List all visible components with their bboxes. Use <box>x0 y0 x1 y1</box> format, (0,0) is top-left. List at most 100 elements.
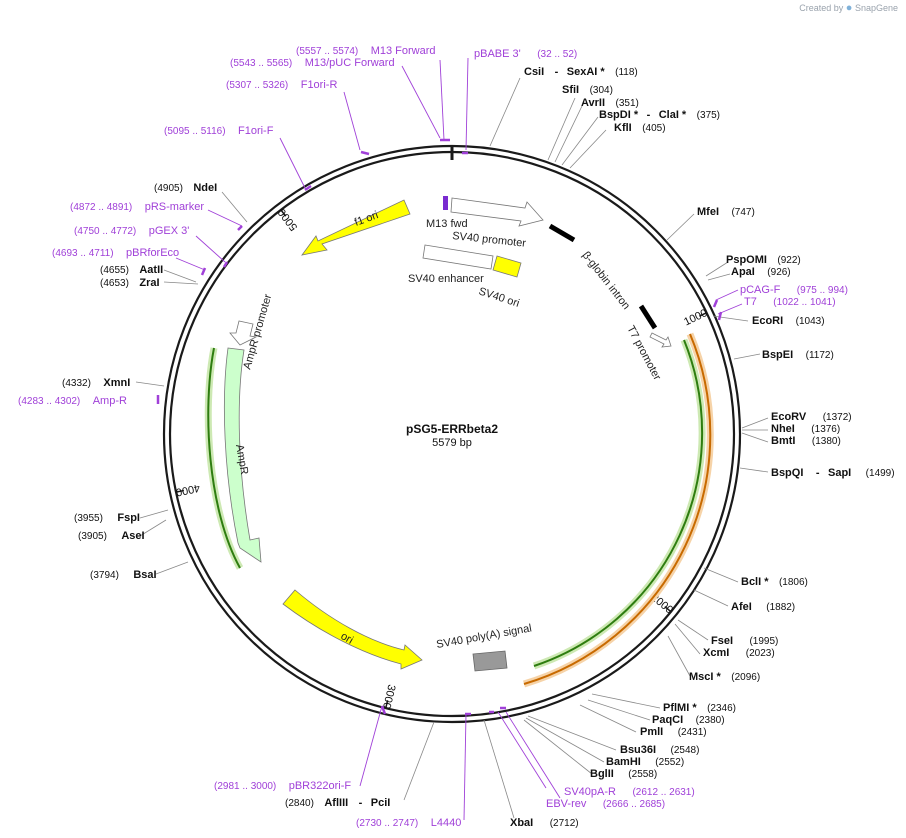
enzyme-bspei-row[interactable]: BspEI (1172) <box>762 345 834 362</box>
enzyme-pmli-pos: (2431) <box>678 727 707 738</box>
primer-amp-r-row[interactable]: (4283 .. 4302) Amp-R <box>18 391 127 408</box>
label-sv40-ori: SV40 ori <box>477 285 521 309</box>
feature-sv40-ori[interactable] <box>492 255 522 278</box>
primer-pbabe3-row[interactable]: pBABE 3' (32 .. 52) <box>474 44 577 61</box>
enzyme-apai-pos: (926) <box>767 267 790 278</box>
enzyme-zrai: ZraI <box>139 277 159 289</box>
primer-pcag-f-row[interactable]: pCAG-F (975 .. 994) <box>740 280 848 297</box>
enzyme-afei-row[interactable]: AfeI (1882) <box>731 597 795 614</box>
primer-pbr322ori-f-range: (2981 .. 3000) <box>214 781 276 792</box>
enzyme-apai-row[interactable]: ApaI (926) <box>731 262 791 279</box>
label-sv40-polya: SV40 poly(A) signal <box>435 622 532 651</box>
feature-m13-fwd[interactable] <box>443 196 448 210</box>
primer-pgex3-range: (4750 .. 4772) <box>74 226 136 237</box>
enzyme-apai: ApaI <box>731 266 755 278</box>
primer-ebv-rev: EBV-rev <box>546 798 587 810</box>
primer-ebv-rev-row[interactable]: EBV-rev (2666 .. 2685) <box>546 794 665 811</box>
enzyme-ecorv-row[interactable]: EcoRV (1372) <box>771 407 852 424</box>
enzyme-bsai-row[interactable]: (3794) BsaI <box>90 565 157 582</box>
orf-arc-orange[interactable] <box>523 332 714 688</box>
snapgene-brand-text: SnapGene <box>854 3 898 13</box>
primer-pbrforeco-row[interactable]: (4693 .. 4711) pBRforEco <box>52 243 179 260</box>
feature-beta-globin-intron-start[interactable] <box>548 223 576 243</box>
enzyme-fsei-row[interactable]: FseI (1995) <box>711 631 778 648</box>
primer-prs-marker-row[interactable]: (4872 .. 4891) pRS-marker <box>70 197 204 214</box>
enzyme-mfei-row[interactable]: MfeI (747) <box>697 202 755 219</box>
primer-marks <box>156 138 723 716</box>
primer-amp-r: Amp-R <box>93 395 127 407</box>
enzyme-sapi: SapI <box>828 467 851 479</box>
feature-sv40-enhancer[interactable] <box>422 244 494 270</box>
enzyme-afliii-row[interactable]: (2840) AflIII - PciI <box>285 793 390 810</box>
enzyme-fsei-pos: (1995) <box>749 636 778 647</box>
enzyme-bcli-row[interactable]: BclI * (1806) <box>741 572 808 589</box>
enzyme-ecori-row[interactable]: EcoRI (1043) <box>752 311 825 328</box>
primer-f1ori-r-range: (5307 .. 5326) <box>226 80 288 91</box>
enzyme-kfli-row[interactable]: KflI (405) <box>614 118 666 135</box>
primer-pbabe3: pBABE 3' <box>474 48 521 60</box>
primer-t7-row[interactable]: T7 (1022 .. 1041) <box>744 292 836 309</box>
enzyme-asei-pos: (3905) <box>78 531 107 542</box>
enzyme-nhei-row[interactable]: NheI (1376) <box>771 419 840 436</box>
enzyme-bsu36i: Bsu36I <box>620 744 656 756</box>
primer-m13puc-forward-row[interactable]: (5543 .. 5565) M13/pUC Forward <box>230 53 395 70</box>
enzyme-asei-row[interactable]: (3905) AseI <box>78 526 145 543</box>
tick-label-4000: 4000 <box>175 481 201 498</box>
enzyme-paqci-row[interactable]: PaqCI (2380) <box>652 710 725 727</box>
enzyme-xbai-row[interactable]: XbaI (2712) <box>510 813 579 830</box>
primer-f1ori-f-row[interactable]: (5095 .. 5116) F1ori-F <box>164 121 274 138</box>
enzyme-labels: CsiI - SexAI * (118) SfiI (304) AvrII (3… <box>62 62 895 830</box>
feature-beta-globin-intron-end[interactable] <box>638 304 658 330</box>
enzyme-fspi-row[interactable]: (3955) FspI <box>74 508 140 525</box>
feature-ori[interactable] <box>282 589 423 670</box>
orf-arc-green-line <box>533 339 704 667</box>
enzyme-paqci-pos: (2380) <box>696 715 725 726</box>
enzyme-bglii-row[interactable]: BglII (2558) <box>590 764 657 781</box>
primer-sv40pa-r-row[interactable]: SV40pA-R (2612 .. 2631) <box>564 782 695 799</box>
enzyme-bspqi-pos: (1499) <box>866 468 895 479</box>
enzyme-csii-row[interactable]: CsiI - SexAI * (118) <box>524 62 638 79</box>
enzyme-ndei-row[interactable]: (4905) NdeI <box>154 178 217 195</box>
enzyme-kfli: KflI <box>614 122 632 134</box>
enzyme-sfii-pos: (304) <box>590 85 613 96</box>
feature-f1-ori[interactable] <box>301 199 411 256</box>
enzyme-pflmi-row[interactable]: PflMI * (2346) <box>663 698 736 715</box>
feature-ampr-promoter[interactable] <box>229 320 258 346</box>
enzyme-bsu36i-row[interactable]: Bsu36I (2548) <box>620 740 699 757</box>
enzyme-xcmi-row[interactable]: XcmI (2023) <box>703 643 775 660</box>
enzyme-pmli-row[interactable]: PmlI (2431) <box>640 722 707 739</box>
enzyme-xmni-row[interactable]: (4332) XmnI <box>62 373 130 390</box>
enzyme-pflmi-pos: (2346) <box>707 703 736 714</box>
primer-pgex3-row[interactable]: (4750 .. 4772) pGEX 3' <box>74 221 189 238</box>
feature-sv40-polya[interactable] <box>472 650 508 672</box>
enzyme-msci-row[interactable]: MscI * (2096) <box>689 667 760 684</box>
enzyme-sfii-row[interactable]: SfiI (304) <box>562 80 613 97</box>
feature-t7-promoter[interactable] <box>649 332 672 348</box>
primer-sv40pa-r-range: (2612 .. 2631) <box>632 787 694 798</box>
label-m13-fwd: M13 fwd <box>426 218 468 230</box>
feature-ampr[interactable] <box>223 347 262 563</box>
enzyme-bamhi-row[interactable]: BamHI (2552) <box>606 752 684 769</box>
orf-arc-amp-line <box>207 347 241 569</box>
primer-f1ori-r-row[interactable]: (5307 .. 5326) F1ori-R <box>226 75 337 92</box>
enzyme-bspqi-row[interactable]: BspQI - SapI (1499) <box>771 463 895 480</box>
enzyme-bspdi-row[interactable]: BspDI * - ClaI * (375) <box>599 105 720 122</box>
primer-l4440-row[interactable]: (2730 .. 2747) L4440 <box>356 813 461 830</box>
enzyme-xcmi-pos: (2023) <box>746 648 775 659</box>
enzyme-aatii-pos: (4655) <box>100 265 129 276</box>
enzyme-zrai-row[interactable]: (4653) ZraI <box>100 273 160 290</box>
enzyme-bmti-row[interactable]: BmtI (1380) <box>771 431 841 448</box>
enzyme-afei-pos: (1882) <box>766 602 795 613</box>
enzyme-bspqi: BspQI <box>771 467 803 479</box>
enzyme-pspomi-row[interactable]: PspOMI (922) <box>726 250 801 267</box>
enzyme-avrii-row[interactable]: AvrII (351) <box>581 93 639 110</box>
enzyme-aatii-row[interactable]: (4655) AatII <box>100 260 163 277</box>
primer-t7: T7 <box>744 296 757 308</box>
enzyme-bspdi: BspDI * <box>599 109 639 121</box>
enzyme-nhei: NheI <box>771 423 795 435</box>
primer-pbr322ori-f-row[interactable]: (2981 .. 3000) pBR322ori-F <box>214 776 351 793</box>
enzyme-bspdi-pos: (375) <box>697 110 720 121</box>
primer-m13-forward-row[interactable]: (5557 .. 5574) M13 Forward <box>296 41 436 58</box>
feature-sv40-promoter[interactable] <box>450 197 544 227</box>
primer-l4440: L4440 <box>431 817 462 829</box>
